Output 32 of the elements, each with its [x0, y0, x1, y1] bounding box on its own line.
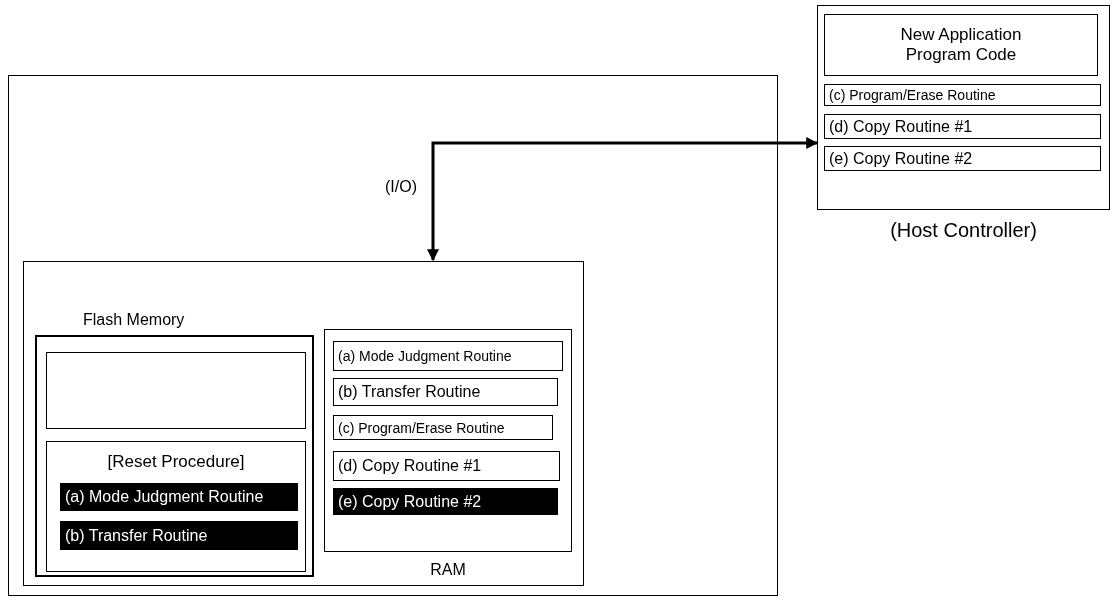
routine-box: [824, 146, 1101, 171]
text-label: (a) Mode Judgment Routine: [64, 488, 265, 506]
memory-box: [23, 261, 584, 586]
routine-box: [60, 521, 298, 550]
text-label: (c) Program/Erase Routine: [337, 419, 506, 436]
text-label: Flash Memory: [83, 311, 185, 329]
routine-box: [333, 451, 560, 481]
text-label: (d) Copy Routine #1: [337, 457, 483, 475]
routine-box: [824, 84, 1101, 106]
routine-box: [333, 378, 558, 406]
text-label: (e) Copy Routine #2: [828, 149, 974, 168]
routine-box: [333, 415, 553, 440]
text-label: (Host Controller): [889, 219, 1038, 242]
routine-box: [60, 483, 298, 511]
chip-box: [8, 75, 778, 596]
text-label: (d) Copy Routine #1: [828, 117, 974, 136]
empty-block: [46, 352, 306, 429]
text-label: New Application Program Code: [899, 25, 1023, 65]
text-label: [Reset Procedure]: [106, 452, 246, 472]
text-label: (b) Transfer Routine: [64, 526, 209, 545]
text-label: (c) Program/Erase Routine: [828, 87, 997, 103]
text-label: RAM: [429, 561, 467, 579]
procedure-box: [46, 441, 306, 572]
text-label: (e) Copy Routine #2: [337, 492, 483, 511]
arrow: [427, 137, 819, 262]
text-label: (a) Mode Judgment Routine: [337, 348, 513, 364]
edge-label: (I/O): [385, 178, 417, 196]
text-label: (b) Transfer Routine: [337, 383, 482, 401]
routine-box: [824, 14, 1098, 76]
routine-box: [333, 341, 563, 371]
routine-box: [824, 114, 1101, 139]
routine-box: [333, 488, 558, 515]
